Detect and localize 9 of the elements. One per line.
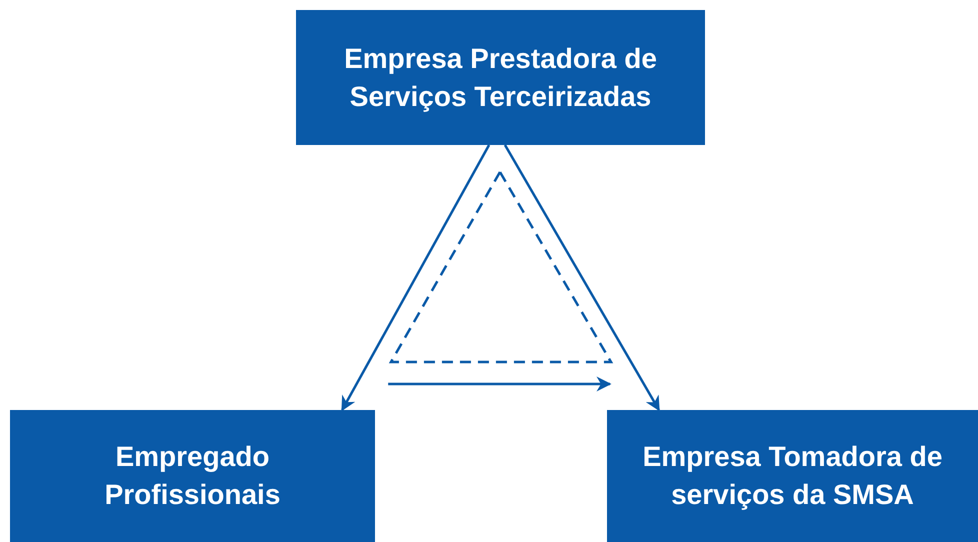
node-label: Empresa Tomadora de serviços da SMSA xyxy=(642,440,944,512)
node-label: Empregado Profissionais xyxy=(104,440,282,512)
arrow xyxy=(504,144,660,412)
process-box xyxy=(607,410,978,542)
process-box xyxy=(10,410,375,542)
node-label: Empresa Prestadora de Serviços Terceirizadas xyxy=(343,42,658,114)
process-box xyxy=(296,10,705,145)
arrow xyxy=(388,376,612,392)
arrow xyxy=(341,144,490,412)
